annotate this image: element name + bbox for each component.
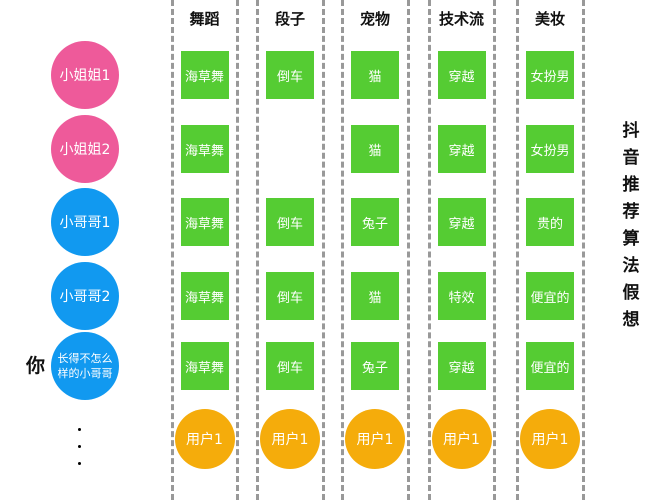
vertical-title: 抖音推荐算法假想 xyxy=(622,121,640,330)
tag-box: 倒车 xyxy=(266,51,314,99)
user-circle: 用户1 xyxy=(431,409,492,469)
column-divider xyxy=(256,0,259,500)
user-circle: 用户1 xyxy=(520,409,580,469)
tag-box: 兔子 xyxy=(351,198,399,246)
person-circle: 小姐姐1 xyxy=(51,41,119,109)
column-divider xyxy=(428,0,431,500)
ellipsis-dot xyxy=(78,445,81,448)
column-divider xyxy=(493,0,496,500)
tag-box: 穿越 xyxy=(437,198,486,246)
person-circle: 小哥哥2 xyxy=(51,262,119,330)
column-divider xyxy=(341,0,344,500)
tag-box: 海草舞 xyxy=(180,342,229,390)
tag-box: 女扮男 xyxy=(526,125,574,173)
tag-box: 猫 xyxy=(351,51,399,99)
ellipsis-dot xyxy=(78,462,81,465)
column-header: 技术流 xyxy=(438,10,484,28)
column-divider xyxy=(171,0,174,500)
ellipsis-dot xyxy=(78,428,81,431)
person-circle: 小姐姐2 xyxy=(51,115,119,183)
tag-box: 穿越 xyxy=(437,51,486,99)
column-divider xyxy=(582,0,585,500)
tag-box: 倒车 xyxy=(266,272,314,320)
tag-box: 猫 xyxy=(351,272,399,320)
tag-box: 猫 xyxy=(351,125,399,173)
tag-box: 海草舞 xyxy=(180,198,229,246)
user-circle: 用户1 xyxy=(345,409,405,469)
person-circle: 长得不怎么样的小哥哥 xyxy=(51,332,119,400)
column-header: 美妆 xyxy=(534,10,565,28)
tag-box: 海草舞 xyxy=(180,51,229,99)
column-divider xyxy=(236,0,239,500)
tag-box: 兔子 xyxy=(351,342,399,390)
tag-box: 海草舞 xyxy=(180,125,229,173)
tag-box: 倒车 xyxy=(266,342,314,390)
tag-box: 便宜的 xyxy=(526,342,574,390)
tag-box: 海草舞 xyxy=(180,272,229,320)
column-header: 舞蹈 xyxy=(189,10,220,28)
tag-box: 便宜的 xyxy=(526,272,574,320)
user-circle: 用户1 xyxy=(260,409,320,469)
user-circle: 用户1 xyxy=(174,409,235,469)
column-divider xyxy=(407,0,410,500)
tag-box: 穿越 xyxy=(437,342,486,390)
tag-box: 贵的 xyxy=(526,198,574,246)
tag-box: 特效 xyxy=(437,272,486,320)
tag-box: 穿越 xyxy=(437,125,486,173)
column-header: 段子 xyxy=(274,10,305,28)
you-label: 你 xyxy=(26,355,46,377)
tag-box: 倒车 xyxy=(266,198,314,246)
column-divider xyxy=(516,0,519,500)
column-header: 宠物 xyxy=(359,10,390,28)
person-circle: 小哥哥1 xyxy=(51,188,119,256)
tag-box: 女扮男 xyxy=(526,51,574,99)
column-divider xyxy=(322,0,325,500)
